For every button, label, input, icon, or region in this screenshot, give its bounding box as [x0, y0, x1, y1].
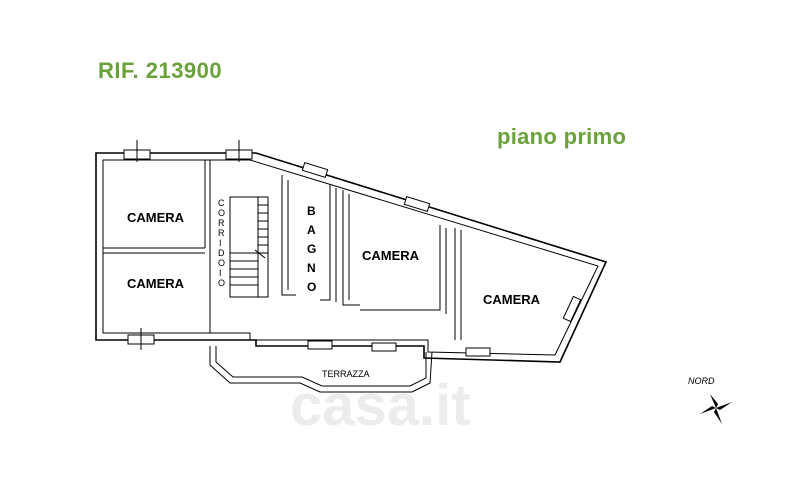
room-camera-right: CAMERA	[483, 292, 541, 307]
compass-label: NORD	[688, 376, 715, 386]
bagno-letter: O	[307, 280, 316, 294]
corridoio-letter: O	[218, 258, 225, 268]
room-camera-top-left: CAMERA	[127, 210, 185, 225]
bagno-letter: A	[307, 223, 316, 237]
watermark: casa.it	[290, 373, 471, 438]
terrace-outline	[209, 346, 433, 393]
corridoio-letter: R	[218, 218, 225, 228]
room-camera-middle: CAMERA	[362, 248, 420, 263]
bagno-letter: B	[307, 204, 316, 218]
corridoio-letter: O	[218, 278, 225, 288]
compass: NORD	[688, 376, 732, 424]
corridoio-letter: O	[218, 208, 225, 218]
room-terrazza: TERRAZZA	[322, 369, 370, 379]
floor-name: piano primo	[497, 124, 627, 149]
interior-walls	[103, 160, 462, 340]
compass-rose-icon	[700, 394, 732, 424]
room-bagno: B A G N O	[307, 204, 316, 294]
corridoio-letter: C	[218, 198, 225, 208]
windows	[123, 140, 582, 357]
room-camera-bottom-left: CAMERA	[127, 276, 185, 291]
bagno-letter: N	[307, 261, 316, 275]
staircase	[230, 204, 268, 286]
bagno-letter: G	[307, 242, 316, 256]
outer-walls	[95, 152, 608, 363]
reference-number: RIF. 213900	[98, 58, 223, 83]
room-corridoio: C O R R I D O I O	[218, 198, 225, 288]
corridoio-letter: D	[218, 248, 225, 258]
corridoio-letter: I	[219, 268, 222, 278]
corridoio-letter: R	[218, 228, 225, 238]
corridoio-letter: I	[219, 238, 222, 248]
